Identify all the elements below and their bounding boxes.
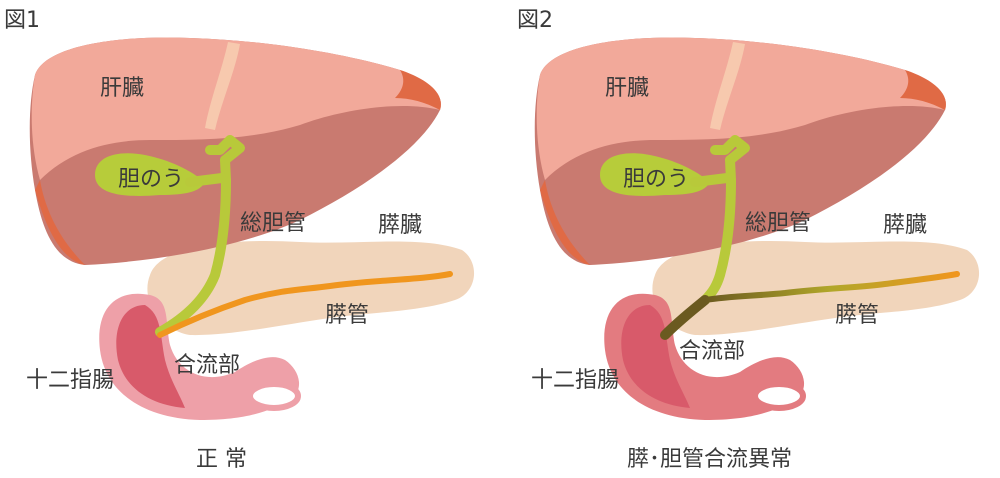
- anomalous-confluence-channel: [660, 295, 710, 340]
- duodenum: [99, 293, 301, 420]
- pancreatic-duct-label: 膵管: [835, 303, 879, 328]
- common-bile-duct-label: 総胆管: [745, 211, 811, 236]
- pancreas-label: 膵臓: [883, 213, 927, 238]
- confluence-label: 合流部: [679, 339, 745, 364]
- figure-1-caption: 正 常: [196, 447, 247, 472]
- liver-label: 肝臓: [605, 76, 649, 101]
- figure-1-label: 図1: [4, 8, 40, 33]
- figure-1: 図1 肝臓 胆のう 総胆管 膵臓 膵管 合流部 十二指腸 正 常: [4, 8, 475, 472]
- figure-2-label: 図2: [517, 8, 553, 33]
- duodenum: [604, 293, 806, 420]
- pancreas-label: 膵臓: [378, 213, 422, 238]
- confluence-label: 合流部: [174, 353, 240, 378]
- gallbladder-label: 胆のう: [118, 167, 184, 192]
- gallbladder: [95, 153, 205, 196]
- pancreatic-duct: [702, 271, 960, 303]
- gallbladder-label: 胆のう: [623, 167, 689, 192]
- common-bile-duct-label: 総胆管: [240, 211, 306, 236]
- pancreatic-duct: [157, 271, 453, 338]
- gallbladder: [600, 153, 710, 196]
- figure-2: 図2 肝臓 胆のう 総胆管 膵臓 膵管 合流部 十二指腸 膵･胆管合流異常: [517, 8, 980, 472]
- pancreatic-duct-label: 膵管: [325, 303, 369, 328]
- common-bile-duct: [690, 135, 750, 305]
- duodenum-label: 十二指腸: [531, 368, 619, 393]
- figure-2-caption: 膵･胆管合流異常: [627, 447, 792, 472]
- liver-label: 肝臓: [100, 76, 144, 101]
- common-bile-duct: [155, 135, 245, 337]
- duodenum-label: 十二指腸: [26, 368, 114, 393]
